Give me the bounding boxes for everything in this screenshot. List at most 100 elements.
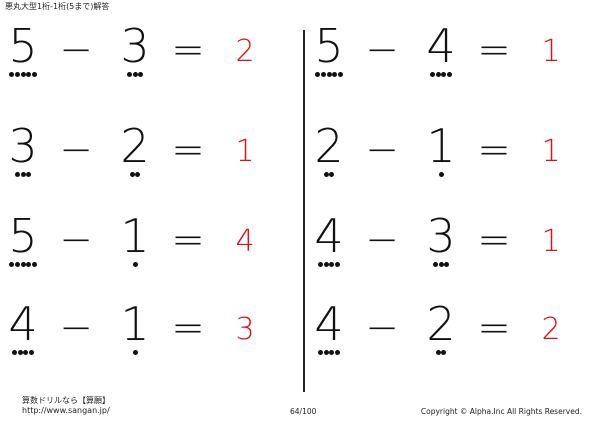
minuend-dots bbox=[6, 262, 40, 267]
subtrahend-dots bbox=[118, 262, 152, 267]
count-dot bbox=[438, 172, 444, 177]
site-url-link[interactable]: http://www.sangan.jp/ bbox=[22, 406, 110, 415]
minuend-dots bbox=[312, 262, 346, 267]
problem-row: 4−1 = 3 bbox=[0, 297, 290, 364]
footer-site-info: 算数ドリルなら【算願】 http://www.sangan.jp/ bbox=[22, 396, 110, 416]
count-dot bbox=[132, 262, 138, 267]
minuend-digit: 5 bbox=[8, 19, 38, 73]
count-dot bbox=[334, 262, 340, 267]
count-dot bbox=[17, 350, 23, 355]
equals-sign: = bbox=[171, 27, 205, 73]
equals-sign: = bbox=[171, 127, 205, 173]
subtrahend-digit: 3 bbox=[120, 19, 150, 73]
minuend-digit: 5 bbox=[314, 19, 344, 73]
subtrahend-dots bbox=[424, 350, 458, 355]
minus-sign: − bbox=[365, 127, 399, 173]
count-dot bbox=[14, 262, 20, 267]
count-dot bbox=[26, 172, 32, 177]
count-dot bbox=[432, 262, 438, 267]
minuend-digit: 4 bbox=[314, 297, 344, 351]
count-dot bbox=[129, 172, 135, 177]
count-dot bbox=[14, 172, 20, 177]
subtrahend-dots bbox=[424, 72, 458, 77]
subtrahend: 1 bbox=[118, 297, 152, 364]
subtrahend-digit: 2 bbox=[120, 119, 150, 173]
minus-sign: − bbox=[59, 217, 93, 263]
count-dot bbox=[23, 350, 29, 355]
minuend-digit: 4 bbox=[8, 297, 38, 351]
count-dot bbox=[444, 262, 450, 267]
count-dot bbox=[20, 172, 26, 177]
subtrahend-dots bbox=[118, 172, 152, 177]
minus-sign: − bbox=[365, 27, 399, 73]
answer: 2 bbox=[541, 312, 561, 347]
minuend: 2 bbox=[312, 119, 346, 186]
copyright-notice: Copyright © Alpha.Inc All Rights Reserve… bbox=[420, 407, 582, 416]
minuend-dots bbox=[312, 172, 346, 177]
subtrahend: 2 bbox=[424, 297, 458, 364]
answer: 3 bbox=[235, 312, 255, 347]
subtrahend: 1 bbox=[118, 209, 152, 276]
equals-sign: = bbox=[171, 305, 205, 351]
problem-row: 4−3=1 bbox=[306, 209, 596, 276]
minuend: 4 bbox=[6, 297, 40, 364]
problem-row: 2−1=1 bbox=[306, 119, 596, 186]
count-dot bbox=[126, 72, 132, 77]
count-dot bbox=[332, 72, 338, 77]
count-dot bbox=[441, 72, 447, 77]
minuend-digit: 2 bbox=[314, 119, 344, 173]
count-dot bbox=[329, 262, 335, 267]
column-divider bbox=[303, 30, 305, 392]
minus-sign: − bbox=[365, 305, 399, 351]
equals-sign: = bbox=[477, 127, 511, 173]
subtrahend: 2 bbox=[118, 119, 152, 186]
site-name: 算数ドリルなら【算願】 bbox=[22, 396, 110, 405]
count-dot bbox=[20, 262, 26, 267]
minuend-dots bbox=[6, 172, 40, 177]
count-dot bbox=[12, 350, 18, 355]
answer: 1 bbox=[541, 134, 561, 169]
count-dot bbox=[315, 72, 321, 77]
subtrahend: 4 bbox=[424, 19, 458, 86]
minuend: 4 bbox=[312, 297, 346, 364]
subtrahend-dots bbox=[118, 72, 152, 77]
minuend-dots bbox=[312, 72, 346, 77]
minuend-digit: 3 bbox=[8, 119, 38, 173]
equals-sign: = bbox=[477, 305, 511, 351]
minuend: 5 bbox=[312, 19, 346, 86]
count-dot bbox=[323, 172, 329, 177]
problem-row: 5−4=1 bbox=[306, 19, 596, 86]
answer: 1 bbox=[235, 134, 255, 169]
count-dot bbox=[135, 172, 141, 177]
minuend-digit: 5 bbox=[8, 209, 38, 263]
count-dot bbox=[438, 262, 444, 267]
count-dot bbox=[441, 350, 447, 355]
count-dot bbox=[320, 72, 326, 77]
count-dot bbox=[9, 262, 15, 267]
count-dot bbox=[334, 350, 340, 355]
count-dot bbox=[430, 72, 436, 77]
count-dot bbox=[318, 350, 324, 355]
minuend: 3 bbox=[6, 119, 40, 186]
count-dot bbox=[323, 262, 329, 267]
page-number: 64/100 bbox=[290, 407, 317, 416]
subtrahend-dots bbox=[424, 172, 458, 177]
equals-sign: = bbox=[477, 27, 511, 73]
count-dot bbox=[318, 262, 324, 267]
minus-sign: − bbox=[59, 27, 93, 73]
equals-sign: = bbox=[477, 217, 511, 263]
minus-sign: − bbox=[365, 217, 399, 263]
answer: 2 bbox=[235, 34, 255, 69]
subtrahend: 3 bbox=[118, 19, 152, 86]
minuend-digit: 4 bbox=[314, 209, 344, 263]
subtrahend-dots bbox=[424, 262, 458, 267]
count-dot bbox=[132, 350, 138, 355]
count-dot bbox=[20, 72, 26, 77]
minus-sign: − bbox=[59, 305, 93, 351]
subtrahend: 3 bbox=[424, 209, 458, 276]
minuend: 5 bbox=[6, 209, 40, 276]
minuend: 4 bbox=[312, 209, 346, 276]
count-dot bbox=[435, 350, 441, 355]
